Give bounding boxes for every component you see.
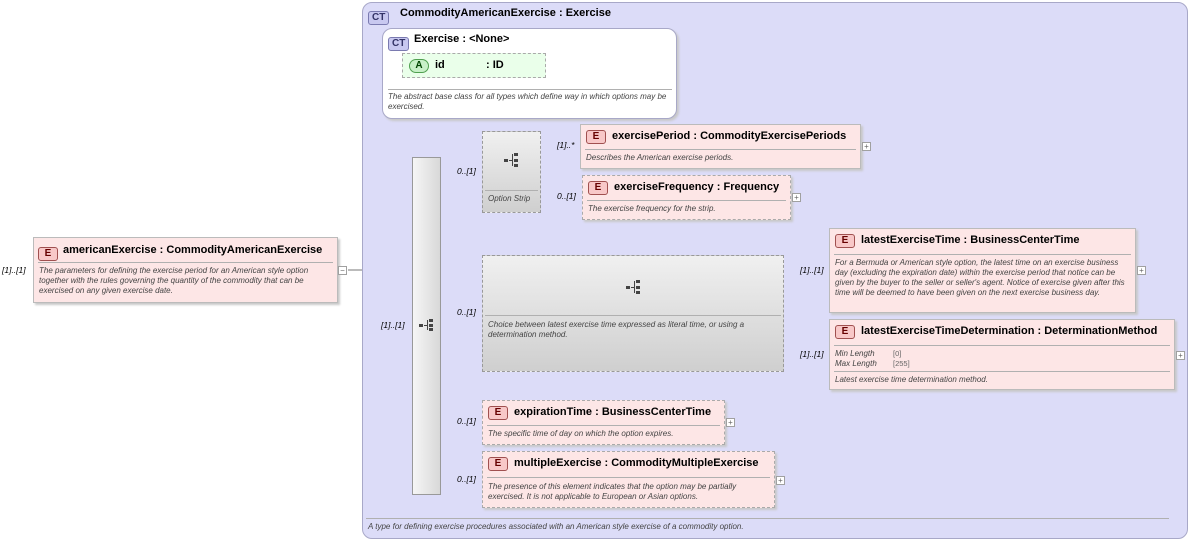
attribute-type: : ID [486,59,504,71]
choice-compositor[interactable]: Choice between latest exercise time expr… [482,255,784,372]
expiration-time-cardinality: 0..[1] [457,416,476,426]
expand-toggle[interactable]: + [776,476,785,485]
exercise-frequency-description: The exercise frequency for the strip. [588,204,716,213]
sequence-icon [419,318,435,331]
attribute-badge: A [409,59,429,73]
multiple-exercise-description: The presence of this element indicates t… [488,482,737,501]
root-cardinality: [1]..[1] [2,265,26,275]
expiration-time-description: The specific time of day on which the op… [488,429,674,438]
sequence-icon [504,153,520,172]
expand-toggle[interactable]: + [1137,266,1146,275]
expiration-time-box[interactable]: E expirationTime : BusinessCenterTime Th… [482,400,725,445]
latest-exercise-time-description: For a Bermuda or American style option, … [835,258,1125,297]
option-strip-cardinality: 0..[1] [457,166,476,176]
latest-exercise-time-cardinality: [1]..[1] [800,265,824,275]
root-element-name: americanExercise [63,244,157,256]
latest-exercise-time-determination-description: Latest exercise time determination metho… [835,375,988,384]
facet-max-length-label: Max Length [835,359,877,368]
expand-toggle[interactable]: + [792,193,801,202]
ct-badge: CT [368,11,390,25]
multiple-exercise-cardinality: 0..[1] [457,474,476,484]
element-badge: E [835,325,855,339]
latest-exercise-time-determination-box[interactable]: E latestExerciseTimeDetermination : Dete… [829,319,1175,390]
choice-icon [626,280,644,299]
facet-min-length-label: Min Length [835,349,875,358]
sequence-cardinality: [1]..[1] [381,320,405,330]
exercise-period-description: Describes the American exercise periods. [586,153,734,162]
expand-toggle[interactable]: + [862,142,871,151]
multiple-exercise-box[interactable]: E multipleExercise : CommodityMultipleEx… [482,451,775,508]
base-type-description: The abstract base class for all types wh… [388,92,667,111]
element-badge: E [586,130,606,144]
exercise-period-box[interactable]: E exercisePeriod : CommodityExercisePeri… [580,124,861,169]
root-element-type: CommodityAmericanExercise [166,244,323,256]
facet-min-length-value: [0] [893,349,902,358]
base-ct-badge: CT [388,37,410,51]
complex-type-description: A type for defining exercise procedures … [368,522,744,531]
latest-exercise-time-box[interactable]: E latestExerciseTime : BusinessCenterTim… [829,228,1136,313]
root-element-box[interactable]: E americanExercise : CommodityAmericanEx… [33,237,338,303]
expand-toggle[interactable]: + [1176,351,1185,360]
collapse-toggle[interactable]: − [338,266,347,275]
root-element-description: The parameters for defining the exercise… [39,266,309,295]
option-strip-label: Option Strip [488,194,531,203]
element-badge: E [488,406,508,420]
facet-max-length-value: [255] [893,359,910,368]
complex-type-title: CommodityAmericanExercise : Exercise [400,7,611,19]
option-strip-group[interactable]: Option Strip [482,131,541,213]
choice-cardinality: 0..[1] [457,307,476,317]
exercise-period-cardinality: [1]..* [557,140,575,150]
attribute-name: id [435,59,445,71]
latest-exercise-time-determination-cardinality: [1]..[1] [800,349,824,359]
exercise-frequency-cardinality: 0..[1] [557,191,576,201]
element-badge: E [38,247,58,261]
base-type-title: Exercise : <None> [414,33,510,45]
attribute-id[interactable]: A id : ID [402,53,546,78]
exercise-frequency-box[interactable]: E exerciseFrequency : Frequency The exer… [582,175,791,220]
choice-description: Choice between latest exercise time expr… [488,320,745,339]
element-badge: E [588,181,608,195]
element-badge: E [488,457,508,471]
expand-toggle[interactable]: + [726,418,735,427]
element-badge: E [835,234,855,248]
